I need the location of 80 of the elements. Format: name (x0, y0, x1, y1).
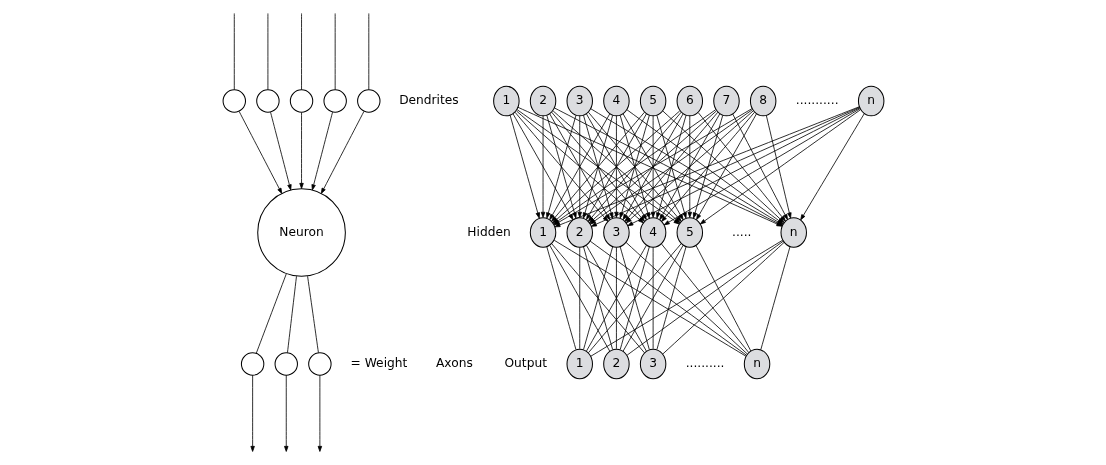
arrow (238, 110, 282, 194)
connector (656, 246, 686, 350)
connector (622, 245, 683, 352)
connector (545, 246, 576, 350)
arrow (509, 115, 540, 219)
arrow (317, 374, 322, 452)
connector (585, 245, 647, 352)
connector (233, 13, 235, 91)
node-circle (274, 352, 298, 376)
arrow (283, 374, 288, 452)
arrow (311, 111, 333, 191)
arrow (249, 374, 255, 452)
node-circle (356, 89, 380, 113)
connector (626, 240, 784, 356)
label: ..... (731, 224, 751, 239)
connector (660, 243, 749, 353)
arrow (298, 112, 304, 189)
arrow (619, 115, 650, 219)
arrow (613, 115, 619, 218)
legend-label: = Weight (350, 356, 407, 371)
connector (619, 246, 650, 350)
connector (695, 245, 751, 352)
node-ellipse: n (857, 85, 884, 117)
arrow (660, 111, 755, 222)
label: ........... (795, 93, 839, 108)
label: .......... (685, 356, 724, 371)
arrow (658, 113, 720, 220)
node-ellipse: 4 (602, 85, 630, 117)
connector (255, 273, 287, 354)
arrow (269, 111, 292, 191)
node-ellipse: 2 (602, 348, 630, 380)
node-ellipse: 1 (492, 85, 520, 117)
node-ellipse: 8 (749, 85, 776, 117)
connector (661, 242, 784, 355)
node-ellipse: 1 (566, 348, 593, 380)
node-ellipse: n (743, 348, 770, 380)
node-circle (307, 352, 332, 376)
connector (652, 246, 653, 350)
connector (300, 13, 302, 91)
connector (625, 242, 748, 355)
node-circle (289, 89, 313, 113)
connector (334, 13, 336, 91)
connector (553, 239, 746, 357)
node-circle (222, 89, 246, 113)
node-circle (255, 89, 280, 113)
arrow (687, 115, 692, 218)
arrow (320, 110, 364, 194)
connector (548, 245, 610, 352)
node-ellipse: 6 (676, 85, 703, 117)
arrow (765, 115, 792, 219)
arrow (799, 113, 865, 221)
node-ellipse: 7 (712, 85, 740, 117)
connector (286, 275, 297, 354)
connector (582, 246, 613, 350)
arrow (695, 113, 757, 220)
connector (589, 239, 783, 357)
node-circle (322, 89, 347, 113)
connector (367, 13, 369, 91)
node-circle (240, 352, 264, 376)
arrow (577, 115, 582, 218)
connector (589, 240, 747, 356)
node-ellipse: 3 (566, 85, 593, 117)
arrow (731, 113, 788, 220)
connector (578, 246, 580, 350)
label: Output (504, 356, 547, 371)
connector (587, 243, 682, 354)
connector (267, 13, 268, 91)
label: Dendrites (398, 93, 459, 108)
connector (306, 275, 319, 354)
arrow (692, 115, 723, 219)
node-ellipse: 2 (529, 85, 556, 117)
label: Axons (435, 356, 473, 371)
arrow (697, 112, 786, 222)
node-ellipse: 5 (639, 85, 666, 117)
node-ellipse: 3 (639, 348, 666, 380)
label: Hidden (466, 224, 511, 239)
connector (759, 246, 790, 350)
connector (550, 243, 645, 354)
arrow (540, 115, 545, 218)
connector (615, 246, 617, 350)
